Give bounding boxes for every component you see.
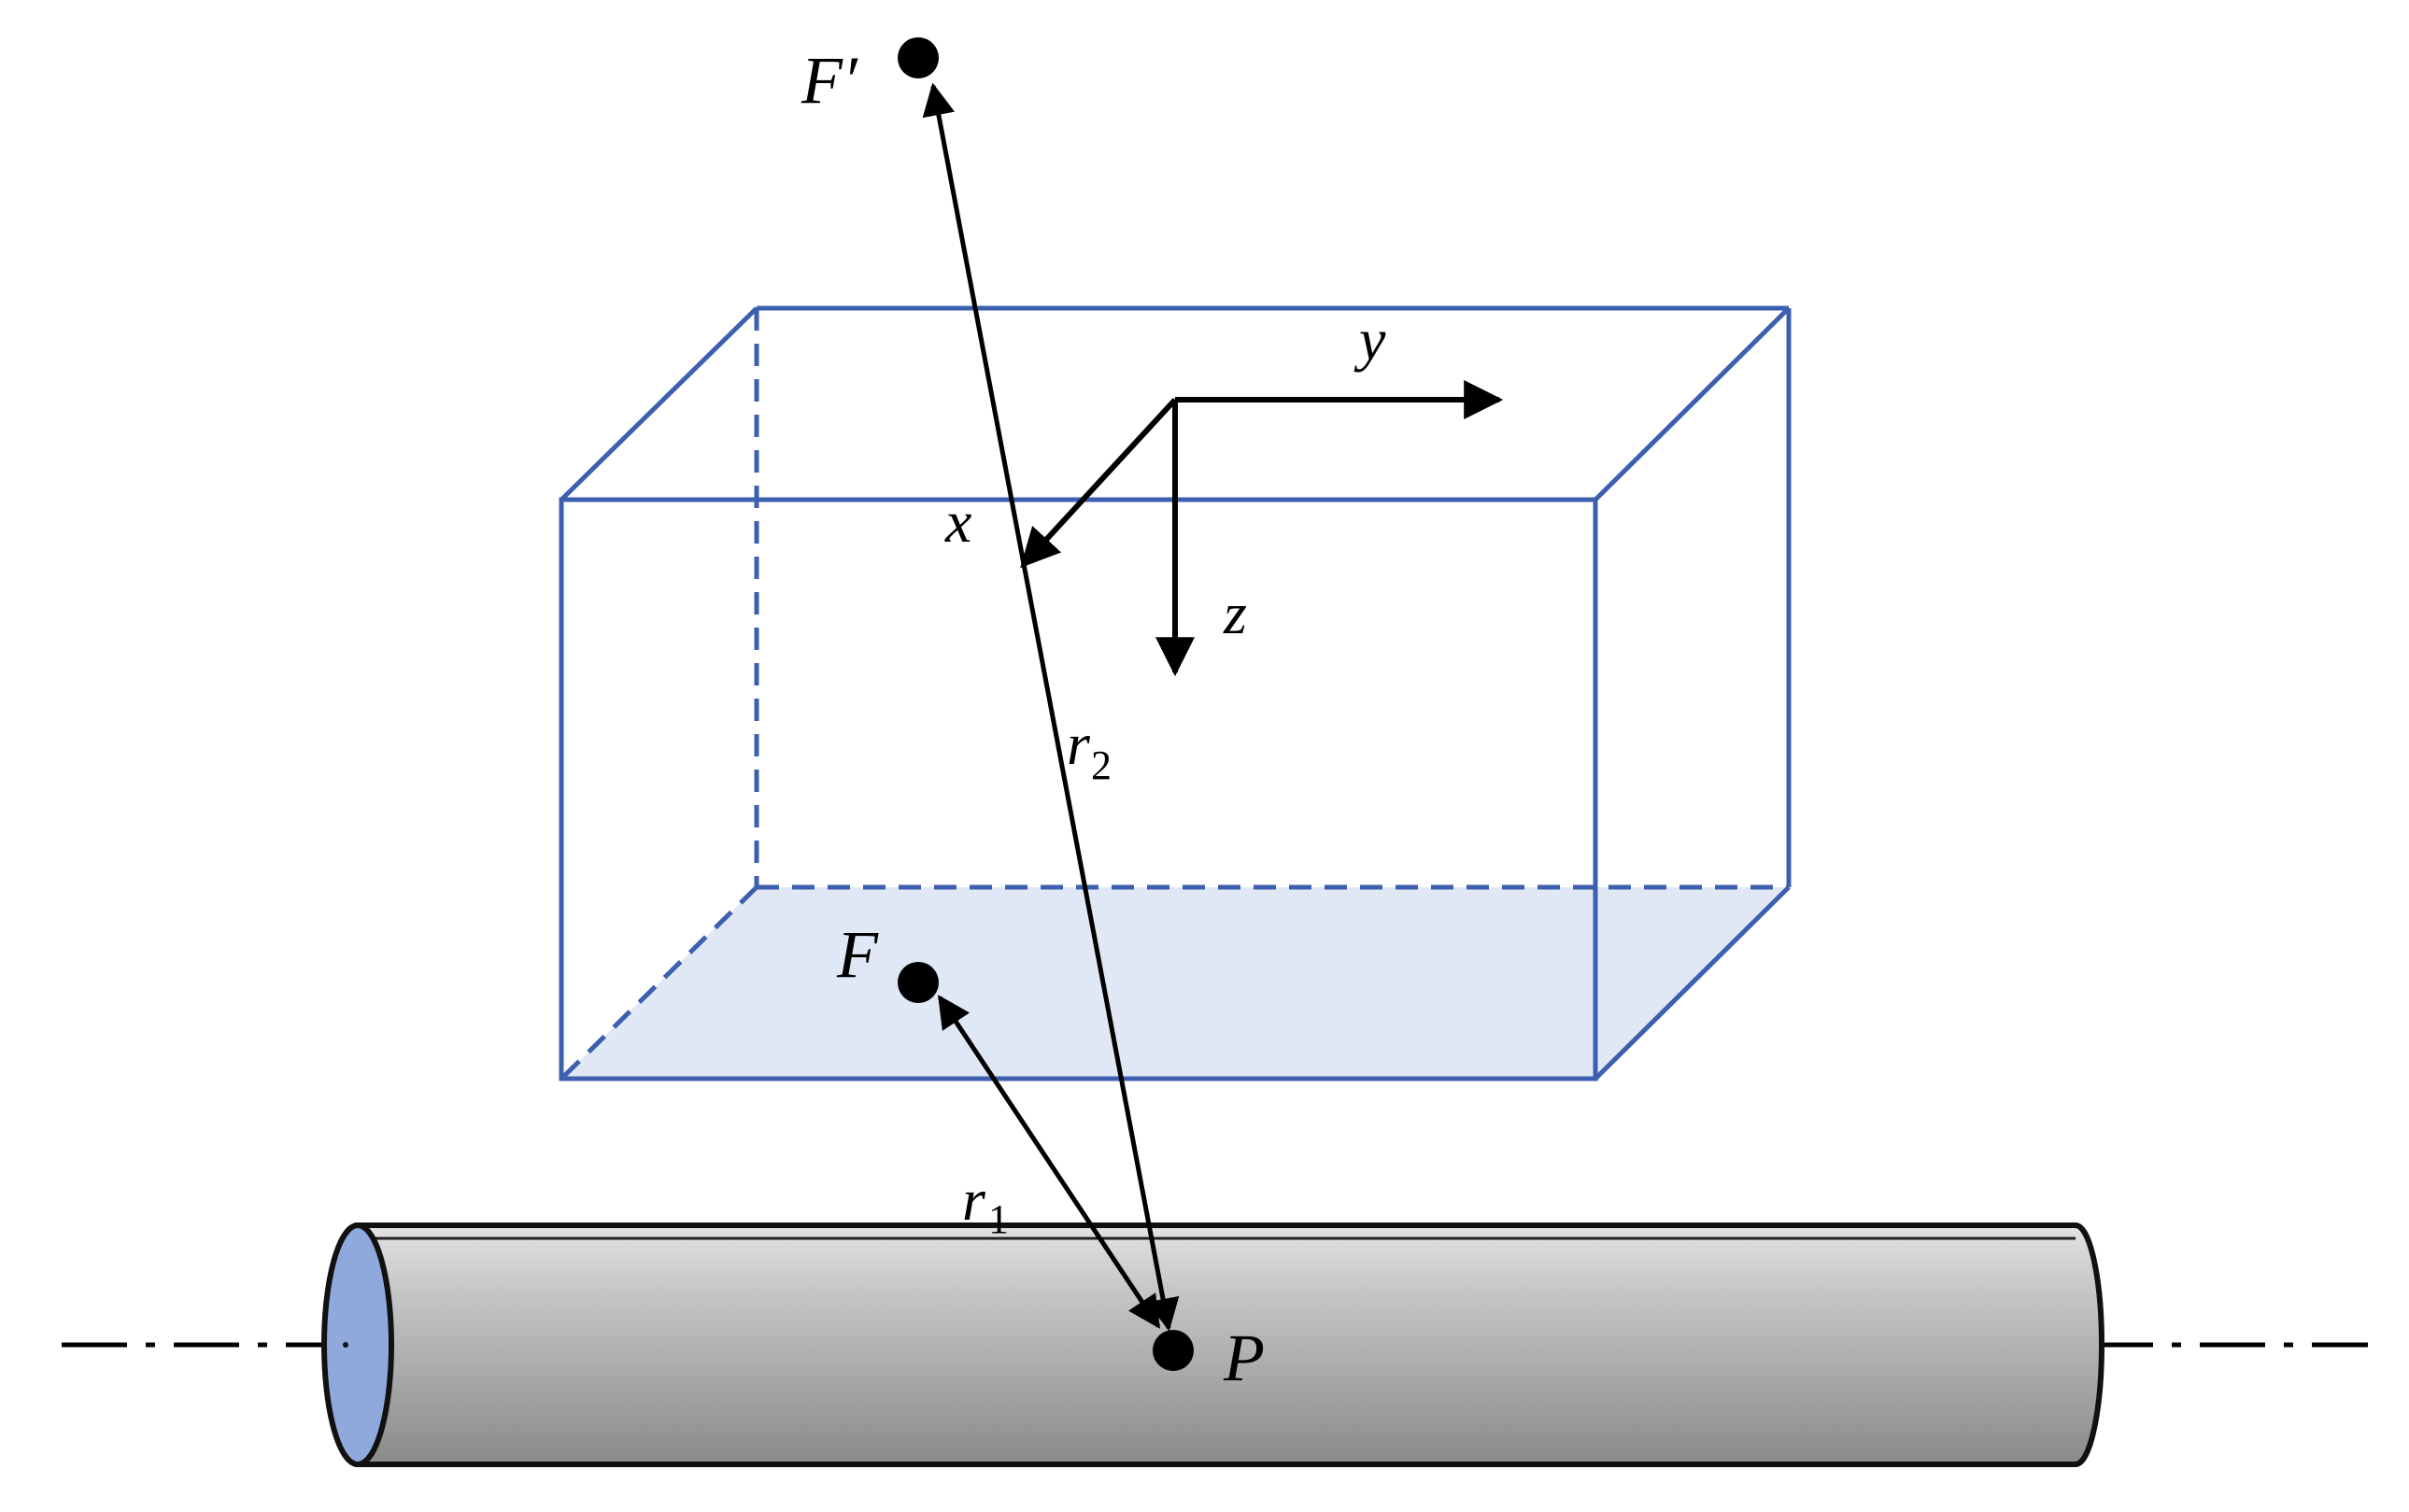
point-f	[898, 962, 939, 1003]
pipe-end-cap	[321, 1222, 394, 1467]
svg-text:2: 2	[1091, 742, 1112, 788]
coordinate-axes	[1020, 380, 1504, 677]
point-f-prime	[898, 37, 939, 78]
pipe-cylinder	[321, 1222, 2104, 1467]
label-p: P	[1223, 1321, 1265, 1395]
label-f-prime: F′	[801, 43, 858, 118]
label-r1: r 1	[962, 1166, 1009, 1242]
box-hidden-edges	[560, 308, 1789, 1081]
box-floor-face	[561, 887, 1789, 1079]
svg-text:r: r	[962, 1166, 986, 1233]
point-p	[1153, 1330, 1194, 1371]
svg-text:1: 1	[988, 1196, 1009, 1242]
label-x-axis: x	[944, 488, 971, 555]
label-z-axis: z	[1223, 580, 1247, 646]
distance-vectors	[922, 82, 1180, 1332]
r1-vector	[937, 995, 1161, 1329]
x-axis-arrow	[1020, 397, 1178, 569]
label-y-axis: y	[1353, 306, 1386, 373]
svg-text:r: r	[1067, 711, 1091, 777]
r2-vector	[922, 82, 1180, 1332]
label-r2: r 2	[1067, 711, 1112, 788]
label-f: F	[836, 917, 879, 992]
